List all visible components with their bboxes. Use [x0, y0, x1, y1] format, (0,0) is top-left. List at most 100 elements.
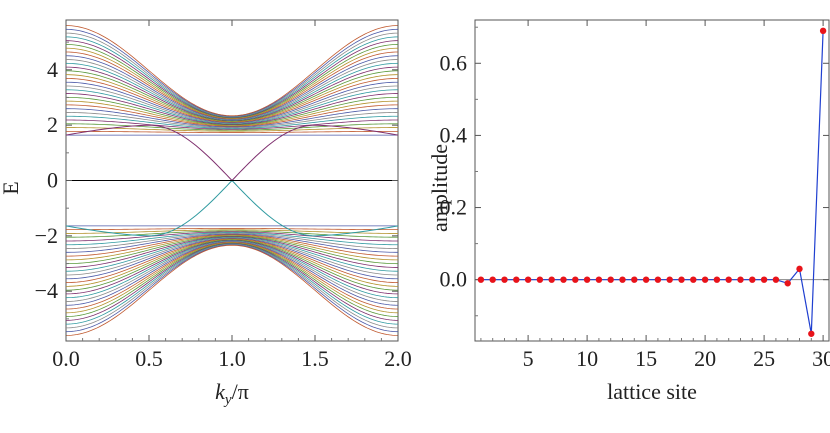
lower-band-line	[65, 231, 399, 242]
lower-band-line	[65, 238, 399, 283]
x-tick-label: 2.0	[384, 346, 412, 371]
upper-band-line	[66, 127, 398, 132]
x-tick-label: 0.5	[135, 346, 163, 371]
x-tick-label: 1.0	[218, 346, 246, 371]
lower-band-line	[65, 243, 399, 325]
upper-band-line	[66, 130, 398, 133]
amplitude-point	[583, 276, 591, 283]
lower-band-line	[65, 243, 399, 321]
y-tick-label: 0.6	[440, 50, 468, 75]
lower-band-line	[65, 239, 399, 287]
left-y-axis-title: E	[0, 181, 23, 194]
amplitude-point	[631, 276, 638, 283]
edge-state-lower	[65, 179, 399, 237]
lower-band-line	[65, 241, 399, 306]
upper-band-line	[65, 85, 399, 124]
upper-band-line	[65, 36, 399, 118]
y-tick-label: −4	[35, 278, 58, 303]
upper-band-line	[65, 119, 399, 130]
lower-band-line	[65, 230, 399, 238]
amplitude-point	[737, 276, 744, 283]
amplitude-point	[772, 276, 780, 283]
lower-band-line	[65, 232, 399, 246]
upper-band-line	[65, 123, 399, 131]
amplitude-point	[725, 276, 732, 283]
upper-band-line	[65, 108, 399, 128]
lower-band-line	[65, 240, 399, 295]
y-tick-label: 4	[47, 57, 58, 82]
right-x-axis-title: lattice site	[607, 379, 697, 404]
amplitude-point	[666, 276, 673, 283]
y-tick-label: 2	[47, 112, 58, 137]
amplitude-point	[701, 276, 709, 283]
amplitude-point	[678, 276, 685, 283]
upper-band-line	[65, 66, 399, 121]
edge-state-upper	[65, 124, 399, 182]
lower-band-line	[65, 233, 399, 249]
amplitude-point	[489, 276, 496, 283]
upper-band-line	[65, 47, 399, 119]
upper-band-line	[65, 51, 399, 120]
upper-band-line	[65, 44, 399, 119]
amplitude-point	[808, 330, 815, 337]
upper-band-line	[65, 59, 399, 121]
lower-band-line	[65, 241, 399, 310]
x-tick-label: 5	[523, 346, 534, 371]
right-plot-frame	[474, 19, 830, 342]
lower-band-line	[65, 240, 399, 302]
right-y-axis-title: amplitude	[427, 144, 452, 232]
x-tick-label: 25	[753, 346, 775, 371]
lower-band-line	[65, 239, 399, 291]
upper-band-line	[65, 78, 399, 123]
lower-band-line	[65, 237, 399, 276]
upper-band-line	[65, 100, 399, 126]
amplitude-point	[572, 276, 579, 283]
upper-band-line	[65, 89, 399, 125]
upper-band-line	[65, 74, 399, 122]
lower-band-line	[65, 235, 399, 265]
upper-band-line	[65, 81, 399, 124]
lower-band-line	[65, 244, 399, 329]
amplitude-points	[477, 27, 827, 337]
lower-band-line	[65, 237, 399, 280]
amplitude-point	[784, 280, 791, 287]
upper-band-line	[65, 32, 399, 117]
upper-band-line	[65, 70, 399, 122]
upper-band-line	[65, 104, 399, 127]
lower-band-line	[65, 235, 399, 261]
lower-band-line	[66, 228, 398, 231]
amplitude-point	[690, 276, 697, 283]
lower-band-line	[65, 236, 399, 268]
lower-band-line	[65, 240, 399, 299]
y-tick-label: 0.4	[440, 122, 468, 147]
amplitude-point	[524, 276, 532, 283]
amplitude-point	[819, 27, 827, 35]
amplitude-point	[560, 276, 567, 283]
lower-band-line	[65, 244, 399, 336]
x-tick-label: 20	[694, 346, 716, 371]
lower-band-line	[65, 242, 399, 317]
upper-band-line	[65, 40, 399, 118]
upper-band-line	[65, 55, 399, 120]
left-x-axis-title: ky/π	[215, 379, 249, 408]
right-y-ticks: 0.00.20.40.6	[440, 26, 829, 317]
upper-band-line	[65, 96, 399, 126]
bulk-bands	[65, 25, 399, 336]
amplitude-series-line	[480, 30, 824, 334]
amplitude-point	[513, 276, 520, 283]
lower-band-line	[65, 234, 399, 257]
amplitude-point	[607, 276, 614, 283]
lower-band-line	[66, 229, 398, 234]
amplitude-point	[501, 276, 508, 283]
x-tick-label: 1.5	[301, 346, 329, 371]
x-tick-label: 10	[576, 346, 598, 371]
upper-band-line	[65, 112, 399, 128]
upper-band-line	[65, 25, 399, 117]
y-tick-label: 0.2	[440, 195, 468, 220]
lower-band-line	[65, 242, 399, 314]
